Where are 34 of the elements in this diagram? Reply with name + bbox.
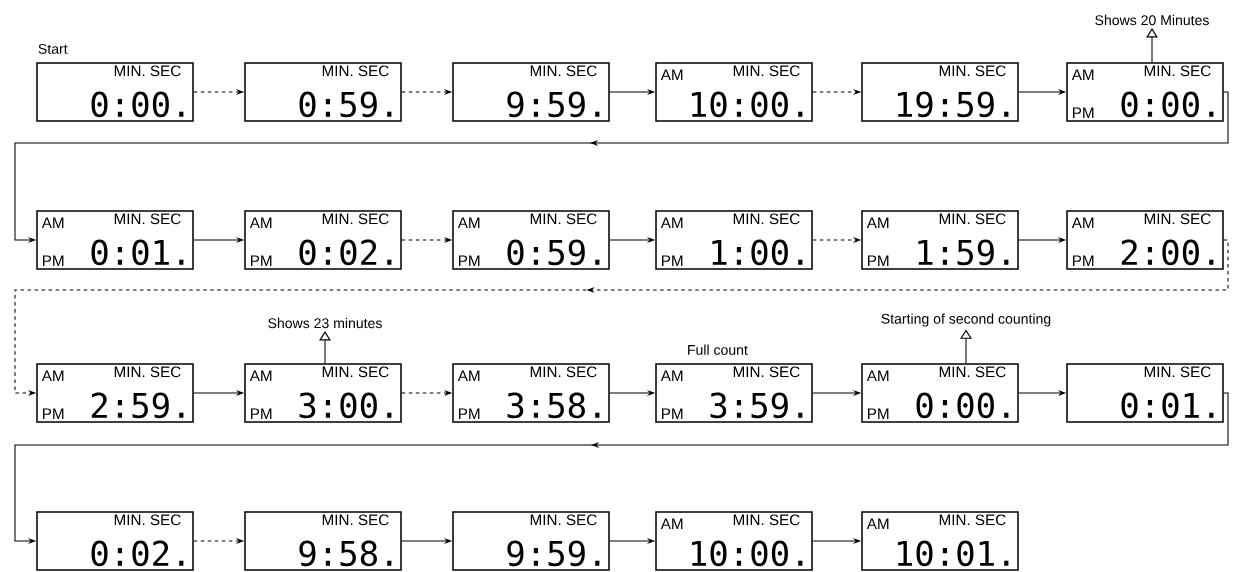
timer-display: MIN. SEC 1:00. AM PM (655, 210, 813, 270)
timer-display: MIN. SEC 10:01. AM (861, 511, 1019, 571)
timer-display: MIN. SEC 9:59. (452, 511, 610, 571)
timer-display: MIN. SEC 9:59. (452, 62, 610, 122)
timer-display: MIN. SEC 2:00. AM PM (1066, 210, 1224, 270)
arrow (319, 331, 331, 364)
arrow (960, 329, 972, 364)
annotation-text: Start (38, 43, 68, 54)
timer-display: MIN. SEC 3:59. AM PM (655, 363, 813, 423)
annotation-text: Shows 20 Minutes (1095, 14, 1209, 26)
timer-display: MIN. SEC 0:00. AM PM (1066, 62, 1224, 122)
timer-display: MIN. SEC 0:02. AM PM (244, 210, 402, 270)
timer-display: MIN. SEC 0:00. AM PM (861, 363, 1019, 423)
timer-display: MIN. SEC 10:00. AM (655, 511, 813, 571)
timer-display: MIN. SEC 9:58. (244, 511, 402, 571)
timer-display: MIN. SEC 2:59. AM PM (36, 363, 194, 423)
timer-display: MIN. SEC 0:02. (36, 511, 194, 571)
arrow (1146, 28, 1158, 63)
arrow (14, 392, 1229, 544)
timer-display: MIN. SEC 10:00. AM (655, 62, 813, 122)
annotation-text: Shows 23 minutes (268, 317, 382, 329)
timer-display: MIN. SEC 3:58. AM PM (452, 363, 610, 423)
annotation-text: Starting of second counting (881, 313, 1051, 327)
timer-display: MIN. SEC 0:00. (36, 62, 194, 122)
timer-display: MIN. SEC 0:59. AM PM (452, 210, 610, 270)
timer-display: MIN. SEC 0:59. (244, 62, 402, 122)
annotation-text: Full count (688, 344, 748, 355)
timer-display: MIN. SEC 19:59. (861, 62, 1019, 122)
timer-display: MIN. SEC 0:01. AM PM (36, 210, 194, 270)
arrow (14, 91, 1229, 243)
arrow (14, 239, 1229, 396)
timer-display: MIN. SEC 0:01. (1066, 363, 1224, 423)
timer-display: MIN. SEC 3:00. AM PM (244, 363, 402, 423)
timer-display: MIN. SEC 1:59. AM PM (861, 210, 1019, 270)
